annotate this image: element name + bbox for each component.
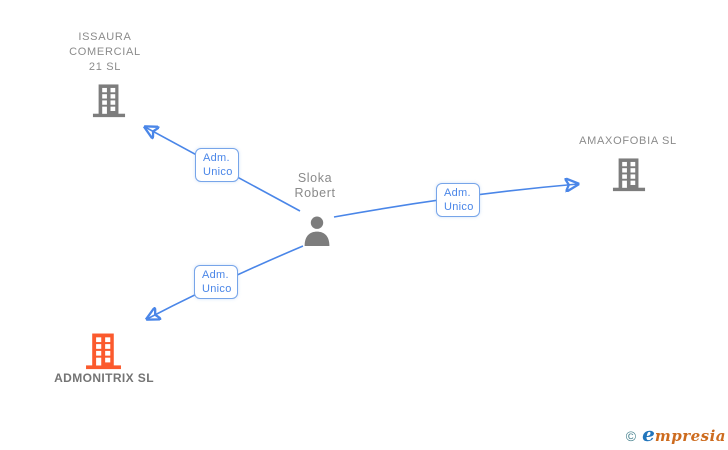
- edge-label-adm-unico-issaura: Adm. Unico: [195, 148, 239, 182]
- brand-logo-initial: e: [642, 422, 655, 446]
- building-icon-amaxofobia[interactable]: [612, 156, 646, 193]
- brand-logo-text: mpresia: [654, 427, 726, 445]
- company-name-amaxofobia[interactable]: AMAXOFOBIA SL: [579, 135, 677, 147]
- empresia-watermark: © e mpresia: [626, 422, 726, 446]
- company-name-issaura[interactable]: ISSAURA COMERCIAL 21 SL: [69, 31, 141, 73]
- building-icon-admonitrix[interactable]: [85, 331, 122, 371]
- copyright-icon: ©: [625, 428, 637, 444]
- building-icon-issaura[interactable]: [92, 82, 126, 119]
- edge-label-adm-unico-amaxofobia: Adm. Unico: [436, 183, 480, 217]
- edge-label-adm-unico-admonitrix: Adm. Unico: [194, 265, 238, 299]
- person-icon[interactable]: [301, 214, 333, 246]
- company-name-admonitrix[interactable]: ADMONITRIX SL: [54, 371, 154, 385]
- person-name[interactable]: Sloka Robert: [294, 171, 336, 200]
